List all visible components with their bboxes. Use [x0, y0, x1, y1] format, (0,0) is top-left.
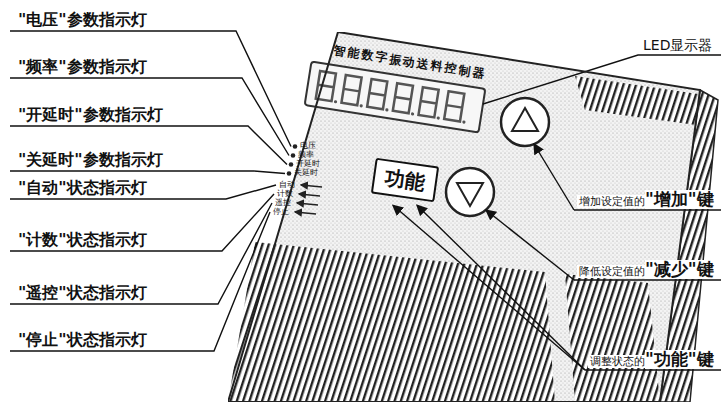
hatched-grip — [565, 274, 660, 402]
indicator-callout: "停止"状态指示灯 — [16, 330, 149, 350]
indicator-callout: "自动"状态指示灯 — [16, 178, 149, 198]
indicator-callout: "开延时"参数指示灯 — [16, 105, 165, 125]
drawing-part — [444, 91, 464, 121]
drawing-part — [291, 153, 296, 158]
up-key — [501, 98, 549, 146]
panel-label: 停止 — [273, 208, 289, 216]
display-callout: LED显示器 — [641, 36, 714, 54]
status-arrows — [295, 185, 322, 214]
device-title: 智能数字振动送料控制器 — [333, 43, 487, 81]
drawing-part — [316, 71, 465, 121]
drawing-part — [457, 183, 483, 206]
indicator-callout: "关延时"参数指示灯 — [16, 150, 165, 170]
panel-label: 开延时 — [296, 160, 320, 168]
drawing-part — [297, 203, 318, 205]
panel-label: 计数 — [277, 190, 293, 198]
drawing-part — [359, 104, 363, 108]
drawing-part — [301, 185, 322, 187]
drawing-part — [289, 162, 294, 167]
housing-face — [228, 32, 700, 402]
hatched-top — [575, 76, 698, 125]
leader-arrow — [534, 144, 574, 210]
drawing-part — [446, 168, 494, 216]
hatched-grip — [228, 242, 555, 402]
drawing-part — [411, 112, 415, 116]
indicator-callout: "计数"状态指示灯 — [16, 230, 149, 250]
leader-line — [10, 171, 285, 174]
leader-arrow — [393, 205, 585, 370]
leader-line — [10, 203, 272, 304]
key-text: 功能 — [384, 165, 427, 194]
drawing-part — [341, 75, 361, 105]
indicator-callout: "遥控"状态指示灯 — [16, 283, 149, 303]
leader-line — [10, 78, 289, 156]
leader-arrow — [486, 210, 574, 280]
function-key: 功能 — [371, 158, 439, 203]
leader-line — [574, 209, 721, 210]
key-callout-name: "增加"键 — [645, 190, 716, 209]
key-callout: 降低设定值的 — [577, 265, 645, 278]
drawing-part — [501, 98, 549, 146]
drawing-part — [293, 144, 298, 149]
housing-border — [228, 32, 700, 402]
leader-line — [585, 369, 721, 370]
indicator-callout: "电压"参数指示灯 — [16, 10, 149, 30]
leader-line — [483, 55, 721, 104]
drawing-part — [299, 194, 320, 196]
panel-label: 遥控 — [275, 199, 291, 207]
drawing-part — [436, 116, 440, 120]
down-key — [446, 168, 494, 216]
drawing-part — [367, 79, 387, 109]
drawing-part — [418, 87, 438, 117]
panel-label: 频率 — [298, 151, 314, 159]
drawing-part — [385, 108, 389, 112]
drawing-part — [287, 171, 292, 176]
drawing-part — [334, 100, 466, 124]
panel-label: 自动 — [279, 181, 295, 189]
leader-arrow — [417, 205, 585, 370]
drawing-part — [295, 212, 316, 214]
panel-label: 电压 — [300, 142, 316, 150]
key-callout-name: "功能"键 — [645, 350, 716, 369]
leader-line — [10, 194, 274, 251]
drawing-part — [334, 100, 338, 104]
key-callout-name: "减少"键 — [645, 260, 716, 279]
housing-outline — [228, 32, 720, 402]
leader-line — [10, 212, 270, 351]
key-callout: 调整状态的 — [588, 355, 645, 368]
controller-housing: 智能数字振动送料控制器功能 — [228, 32, 720, 402]
drawing-part — [393, 83, 413, 113]
drawing-part — [462, 120, 466, 124]
leader-line — [574, 279, 721, 280]
indicator-callout: "频率"参数指示灯 — [16, 57, 149, 77]
drawing-part — [512, 108, 538, 131]
key-callout: 增加设定值的 — [577, 195, 645, 208]
panel-label: 关延时 — [294, 169, 318, 177]
